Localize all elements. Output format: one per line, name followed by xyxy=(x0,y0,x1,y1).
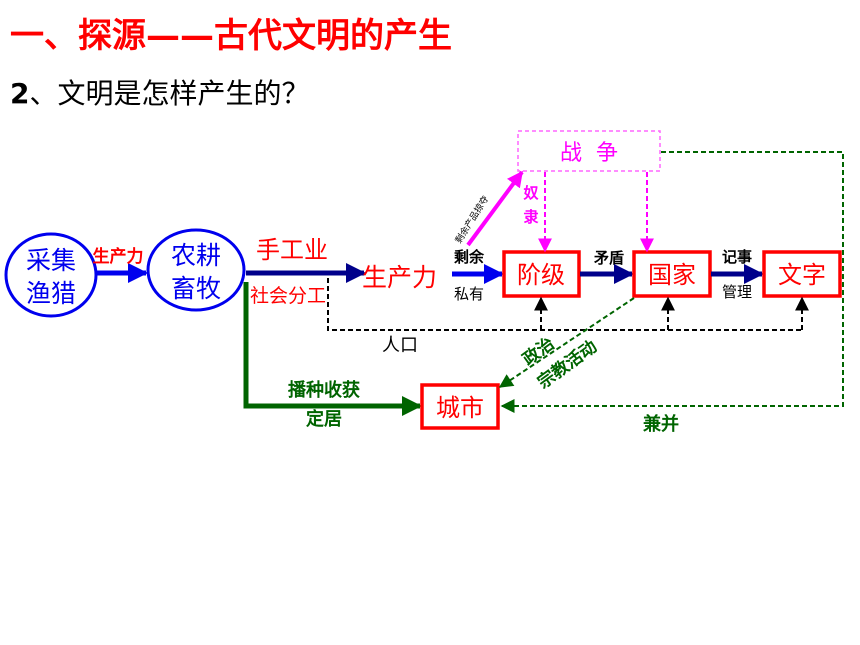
arrow-state-to-city xyxy=(498,297,635,388)
writing-label: 文字 xyxy=(778,261,826,289)
subtitle-text: 、文明是怎样产生的？ xyxy=(29,77,310,110)
label-handicraft: 手工业 xyxy=(256,236,328,264)
population-line xyxy=(327,278,802,331)
city-label: 城市 xyxy=(436,394,484,422)
war-box xyxy=(517,130,661,172)
page-title: 一、探源——古代文明的产生 xyxy=(10,16,452,56)
label-settle: 定居 xyxy=(306,408,342,430)
war-label: 战 争 xyxy=(560,141,618,166)
label-slave-2: 隶 xyxy=(523,208,538,226)
writing-box xyxy=(762,250,842,298)
label-slave-1: 奴 xyxy=(522,184,538,202)
label-record: 记事 xyxy=(722,248,752,266)
label-surplus: 剩余 xyxy=(454,248,485,266)
arrow-plunder xyxy=(466,170,524,247)
label-population: 人口 xyxy=(382,335,418,356)
label-social-division: 社会分工 xyxy=(250,285,326,307)
state-label: 国家 xyxy=(648,261,696,289)
farm-herd-circle xyxy=(146,228,246,312)
label-productivity-small: 生产力 xyxy=(93,246,144,267)
class-label: 阶级 xyxy=(517,261,565,289)
farm-label-2: 畜牧 xyxy=(171,274,221,303)
gather-label-2: 渔猎 xyxy=(26,279,76,308)
label-manage: 管理 xyxy=(722,283,752,301)
label-annex: 兼并 xyxy=(643,413,679,435)
subtitle-number: 2 xyxy=(10,77,30,110)
arrow-farm-to-city xyxy=(243,282,422,416)
label-productivity: 生产力 xyxy=(362,263,437,292)
page-subtitle: 2、文明是怎样产生的？ xyxy=(10,72,310,112)
gather-label-1: 采集 xyxy=(26,246,76,275)
farm-label-1: 农耕 xyxy=(171,241,221,270)
state-box xyxy=(632,250,712,298)
arrow-war-annex-city xyxy=(500,151,844,413)
label-contradiction: 矛盾 xyxy=(593,249,624,267)
label-private: 私有 xyxy=(454,285,484,303)
city-box xyxy=(420,383,500,430)
label-sowing: 播种收获 xyxy=(288,379,360,401)
